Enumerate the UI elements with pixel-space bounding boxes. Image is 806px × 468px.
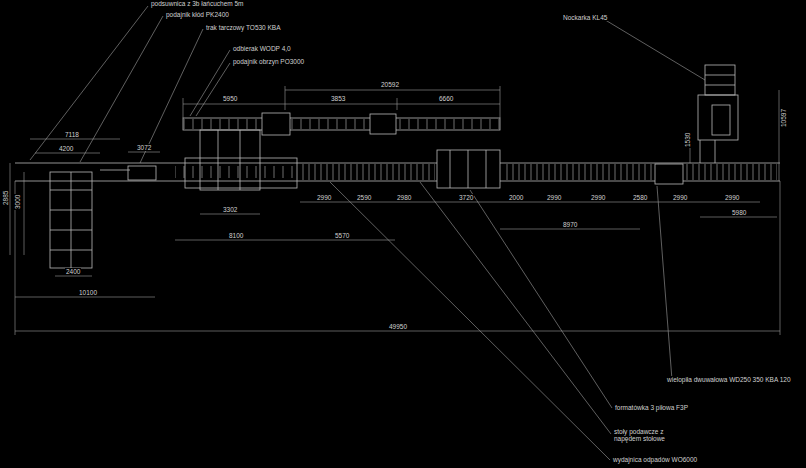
part-label: wielopiła dwuwałowa WD250 350 KBA 120 — [666, 376, 792, 383]
part-label: podajnik obrzyn PO3000 — [232, 58, 305, 65]
dimension: 3000 — [14, 194, 21, 210]
dimension: 3072 — [136, 144, 152, 151]
dimension: 49950 — [388, 323, 408, 330]
dimension: 2000 — [508, 194, 524, 201]
part-label: trak tarczowy TO530 KBA — [205, 24, 282, 31]
dimension: 10100 — [78, 289, 98, 296]
dimension: 5950 — [222, 95, 238, 102]
dimension: 2990 — [546, 194, 562, 201]
part-label: odbierak WODP 4,0 — [232, 45, 292, 52]
dimension: 5570 — [334, 232, 350, 239]
dimension: 2990 — [316, 194, 332, 201]
dimension: 2580 — [632, 194, 648, 201]
part-label: Nockarka KL45 — [562, 14, 608, 21]
dimension: 4200 — [58, 145, 74, 152]
part-label: podajnik kłód PK2400 — [165, 11, 230, 18]
dimension: 2885 — [2, 190, 9, 206]
dimension: 20592 — [380, 81, 400, 88]
dimension: 6660 — [438, 95, 454, 102]
part-label: podsuwnica z 3b łańcuchem 5m — [150, 0, 245, 7]
part-label: wydajnica odpadów WO6000 — [612, 456, 698, 463]
dimension: 5980 — [731, 209, 747, 216]
dimension: 3853 — [330, 95, 346, 102]
dimension: 3720 — [458, 194, 474, 201]
dimension: 7118 — [64, 131, 80, 138]
dimension: 2990 — [590, 194, 606, 201]
dimension: 2980 — [396, 194, 412, 201]
dimension: 1530 — [684, 132, 691, 148]
dimension: 3302 — [222, 206, 238, 213]
dimension: 8970 — [562, 221, 578, 228]
dimension: 2990 — [672, 194, 688, 201]
dimension: 2590 — [356, 194, 372, 201]
dimension: 10597 — [780, 108, 787, 128]
dimension: 2990 — [724, 194, 740, 201]
part-label: stoły podawcze z napędem stołowe — [613, 428, 693, 442]
dimension: 8100 — [228, 232, 244, 239]
dimension: 2400 — [65, 268, 81, 275]
part-label: formatówka 3 piłowa F3P — [614, 404, 689, 411]
